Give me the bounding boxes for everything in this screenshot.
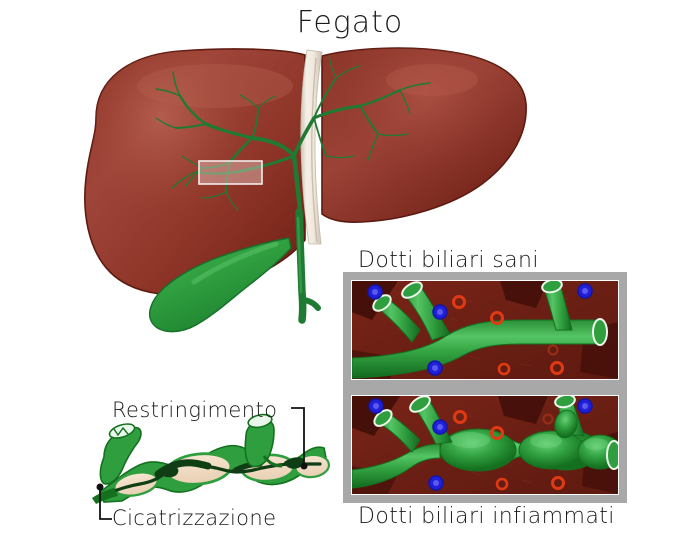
healthy-panel-label: Dotti biliari sani (358, 248, 539, 273)
cell-blue (428, 475, 444, 491)
scarring-label: Cicatrizzazione (112, 506, 277, 530)
duct-cut-end (409, 396, 431, 413)
tissue-shadow (500, 281, 548, 308)
leader-dot-restringimento (300, 462, 308, 470)
cell-red (453, 410, 467, 424)
duct-stump-right-connector (262, 455, 283, 468)
duct-cut-end (554, 396, 576, 409)
inflamed-panel-border (343, 387, 627, 503)
inflamed-duct-left-segment (352, 443, 441, 489)
healthy-ducts-panel (343, 272, 627, 388)
cell-blue (427, 360, 443, 376)
cell-blue (432, 304, 448, 320)
cell-blue (367, 284, 383, 300)
inflamed-ducts-panel (343, 387, 627, 503)
liver-left-lobe-gloss (386, 64, 478, 96)
duct-bead-highlight (530, 434, 562, 448)
duct-bead-highlight (450, 432, 490, 448)
gallbladder-highlight (191, 241, 279, 285)
liver-right-lobe-gloss (137, 64, 293, 108)
duct-cut-end (606, 440, 618, 470)
scar-tissue-nodule (160, 467, 179, 478)
leader-cicatrizzazione (99, 487, 112, 520)
duct-stump-right-opening (247, 413, 273, 429)
cell-red (495, 477, 509, 491)
scar-tissue-channel (102, 462, 322, 497)
common-bile-duct-highlight (296, 216, 303, 294)
stricture-label: Restringimento (112, 398, 278, 422)
cell-blue (368, 398, 384, 414)
stricture-cross-section-diagram (92, 413, 331, 504)
cell-blue (432, 419, 448, 435)
duct-bead-highlight (584, 438, 608, 450)
duct-stump-left-opening (108, 423, 136, 439)
duct-stump-left-notch (113, 426, 129, 437)
liver-highlight-box (198, 160, 263, 185)
cell-red (452, 295, 466, 309)
leader-restringimento (291, 407, 305, 466)
duct-cut-end (373, 409, 393, 427)
cystic-duct-branch (299, 297, 321, 311)
cell-blue (577, 398, 593, 414)
falciform-ligament-shade (311, 57, 318, 243)
scar-tissue-nodule (284, 457, 305, 469)
gallbladder (149, 237, 292, 333)
duct-tail-left (92, 488, 118, 504)
leader-dot-cicatrizzazione (96, 483, 104, 491)
healthy-panel-border (343, 272, 627, 388)
cell-red (490, 426, 504, 440)
cell-red (542, 413, 554, 425)
tissue-shadow (498, 396, 548, 424)
leader-lines (99, 407, 305, 520)
branch-bulge (554, 409, 578, 439)
bile-duct-tree (155, 55, 431, 213)
cell-red (490, 311, 504, 325)
cell-red (547, 344, 559, 356)
cell-red (550, 361, 564, 375)
liver-left-lobe-shine (322, 48, 527, 223)
duct-cut-end (592, 318, 608, 346)
cell-blue (577, 283, 593, 299)
duct-cut-end (401, 281, 423, 299)
cell-red (497, 362, 511, 376)
page-title: Fegato (296, 5, 404, 40)
duct-cut-end (541, 281, 563, 294)
liver-group (84, 47, 527, 333)
inflamed-panel-label: Dotti biliari infiammati (358, 504, 615, 529)
cell-red (551, 476, 565, 490)
